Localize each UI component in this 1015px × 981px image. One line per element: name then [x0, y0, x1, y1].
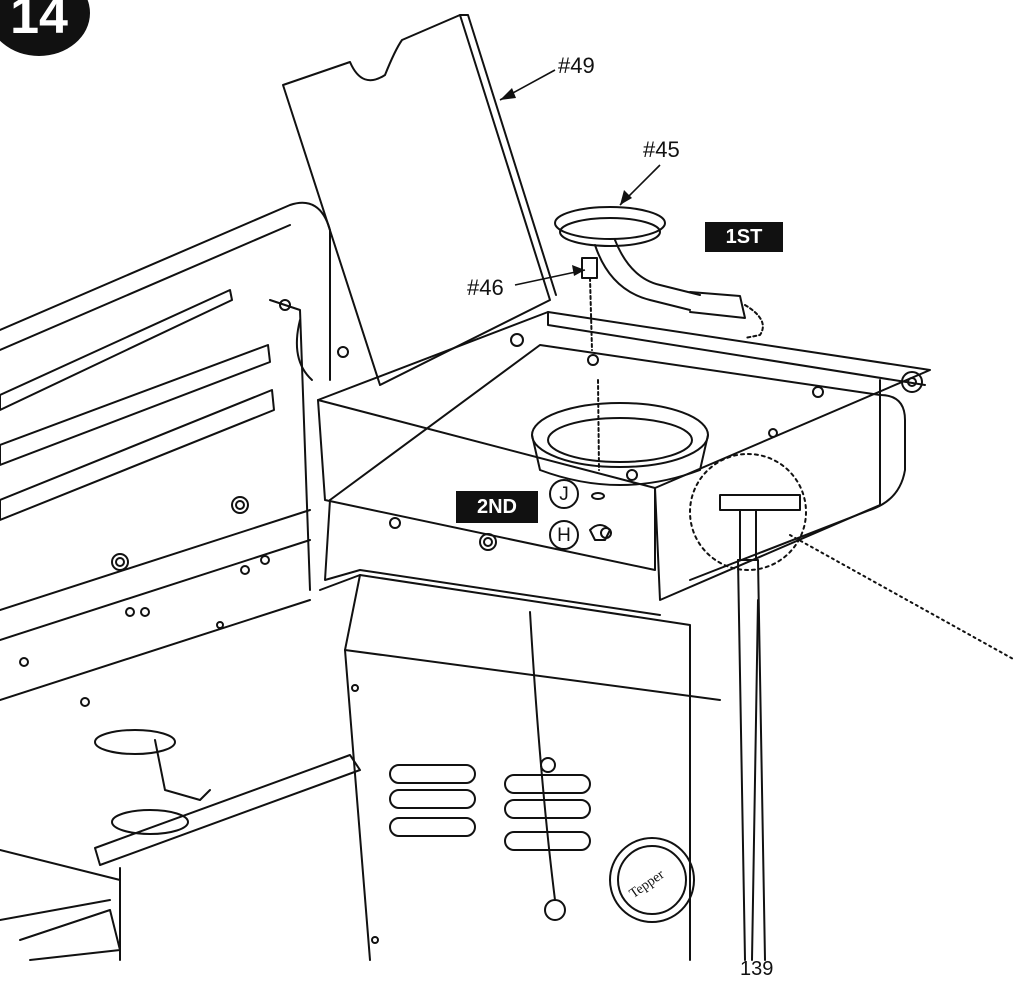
step-number-badge: 14 [0, 0, 90, 56]
step-number: 14 [10, 0, 68, 45]
part-label-45: #45 [643, 137, 680, 162]
page-number: 139 [740, 958, 774, 980]
hardware-label-j: J [549, 479, 579, 509]
step-tag-first: 1ST [705, 222, 783, 252]
hardware-screws [589, 379, 611, 541]
side-burner-box [317, 311, 931, 616]
step-tag-second: 2ND [456, 491, 538, 523]
cart-shelf [0, 729, 361, 961]
gas-connector [689, 453, 1015, 961]
grill-body [0, 201, 349, 707]
burner-part-45 [554, 206, 764, 339]
part-label-49: #49 [558, 53, 595, 78]
part-label-46: #46 [467, 275, 504, 300]
leader-line-46 [514, 269, 586, 286]
side-burner-lid-part-49 [282, 14, 557, 386]
cart-lower [319, 574, 721, 961]
hardware-label-h: H [549, 520, 579, 550]
valve-part-46 [581, 257, 598, 351]
